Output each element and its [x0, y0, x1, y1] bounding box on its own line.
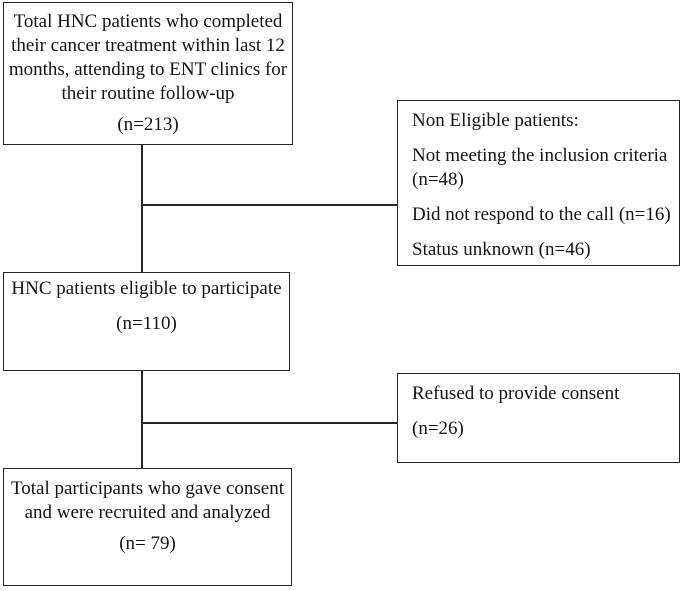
box-refused-consent-count: (n=26): [412, 418, 464, 439]
box-recruited-participants: Total participants who gave consent and …: [3, 468, 292, 586]
box-eligible-patients-count: (n=110): [116, 313, 177, 334]
connector-eligible-to-recruited-line: [141, 371, 143, 468]
non-eligible-title: Non Eligible patients:: [412, 110, 579, 131]
connector-branch-to-non-eligible-line: [141, 204, 397, 206]
non-eligible-item-no-response: Did not respond to the call (n=16): [412, 204, 671, 225]
non-eligible-item-status-unknown: Status unknown (n=46): [412, 239, 591, 260]
connector-total-to-eligible-line: [141, 145, 143, 272]
box-non-eligible-patients: Non Eligible patients: Not meeting the i…: [397, 100, 680, 266]
box-recruited-participants-count: (n= 79): [119, 533, 176, 554]
box-eligible-patients: HNC patients eligible to participate (n=…: [3, 272, 290, 371]
box-refused-consent: Refused to provide consent (n=26): [397, 373, 680, 463]
box-eligible-patients-text: HNC patients eligible to participate: [11, 278, 282, 299]
box-total-hnc-patients-count: (n=213): [117, 114, 179, 135]
box-refused-consent-text: Refused to provide consent: [412, 383, 620, 404]
box-recruited-participants-text: Total participants who gave consent and …: [10, 478, 285, 523]
connector-branch-to-refused-line: [141, 422, 397, 424]
non-eligible-item-inclusion-criteria: Not meeting the inclusion criteria (n=48…: [412, 145, 668, 190]
box-total-hnc-patients-text: Total HNC patients who completed their c…: [8, 11, 288, 104]
box-total-hnc-patients: Total HNC patients who completed their c…: [3, 2, 293, 145]
